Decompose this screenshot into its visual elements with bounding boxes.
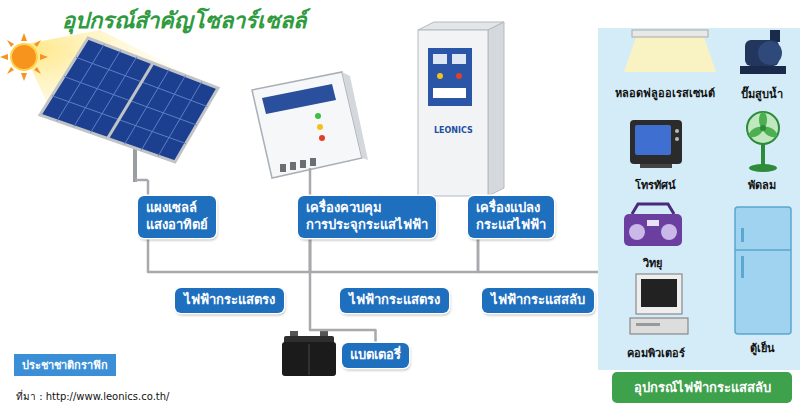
pump-icon xyxy=(740,30,786,74)
credit-box: ประชาชาติกราฟิก xyxy=(14,354,116,376)
wire-connector xyxy=(148,238,310,272)
device-name: เครื่องควบคุม การประจุกระแสไฟฟ้า xyxy=(306,200,428,234)
battery-icon xyxy=(282,331,336,376)
current-type-label: ไฟฟ้ากระแสตรง xyxy=(175,288,284,313)
device-label: แผงเซลล์ แสงอาทิตย์ xyxy=(138,196,216,238)
device-label: เครื่องแปลง กระแสไฟฟ้า xyxy=(468,196,554,238)
inverter-icon xyxy=(418,22,504,198)
fridge-icon xyxy=(735,207,791,334)
device-name: เครื่องแปลง กระแสไฟฟ้า xyxy=(476,200,546,234)
appliance-name: ตู้เย็น xyxy=(750,339,775,357)
tv-icon xyxy=(630,120,682,168)
sun-icon xyxy=(0,33,48,81)
wire-connector xyxy=(478,238,598,272)
group-label: อุปกรณ์ไฟฟ้ากระแสสลับ xyxy=(612,372,792,403)
source-note: ที่มา : http://www.leonics.co.th/ xyxy=(16,389,169,404)
appliance-name: โทรทัศน์ xyxy=(635,176,676,194)
credit-text: ประชาชาติกราฟิก xyxy=(22,356,108,374)
fan-icon xyxy=(747,112,779,172)
appliance-name: พัดลม xyxy=(748,176,776,194)
solar-panel-icon xyxy=(40,38,218,182)
brand-text: LEONICS xyxy=(434,126,473,135)
wire xyxy=(135,179,148,182)
charge-controller-icon xyxy=(252,72,368,198)
current-type-label: ไฟฟ้ากระแสตรง xyxy=(340,288,449,313)
lamp-icon xyxy=(624,30,716,72)
appliance-name: วิทยุ xyxy=(643,254,662,272)
diagram-title: อุปกรณ์สำคัญโซลาร์เซลล์ xyxy=(62,3,306,38)
radio-icon xyxy=(624,204,682,246)
group-name: อุปกรณ์ไฟฟ้ากระแสสลับ xyxy=(618,377,786,398)
appliance-name: คอมพิวเตอร์ xyxy=(627,344,685,362)
battery-label: แบตเตอรี่ xyxy=(342,343,409,368)
device-name: แผงเซลล์ แสงอาทิตย์ xyxy=(146,200,208,234)
current-type-label: ไฟฟ้ากระแสสลับ xyxy=(482,288,594,313)
appliance-name: หลอดฟลูออเรสเซนต์ xyxy=(615,84,715,102)
appliance-name: ปั๊มสูบน้ำ xyxy=(741,85,783,103)
computer-icon xyxy=(630,274,688,334)
wire-connector xyxy=(310,238,478,272)
device-label: เครื่องควบคุม การประจุกระแสไฟฟ้า xyxy=(298,196,436,238)
device-name: แบตเตอรี่ xyxy=(350,347,401,364)
